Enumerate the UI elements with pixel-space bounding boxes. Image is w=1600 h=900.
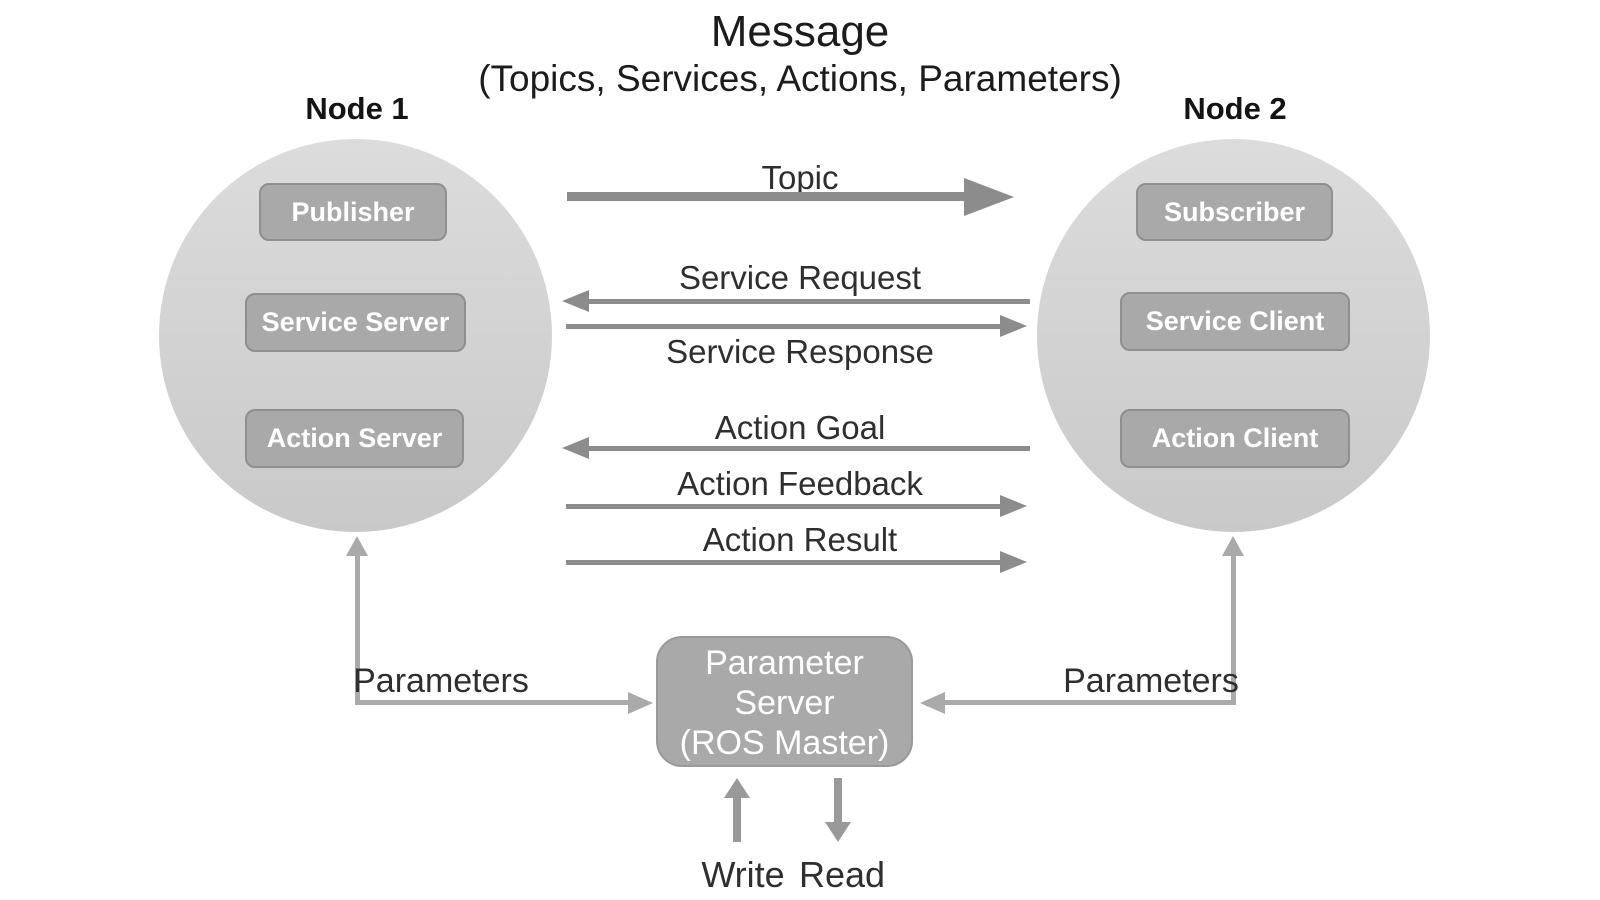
arrowhead-right-icon — [1000, 495, 1027, 517]
topic-label: Topic — [761, 159, 839, 196]
publisher-box: Publisher — [259, 183, 447, 241]
parameter-server-box: Parameter Server (ROS Master) — [656, 636, 913, 767]
service-request-arrow-shaft — [588, 299, 1030, 304]
service-server-box: Service Server — [245, 293, 466, 352]
arrowhead-up-icon — [346, 536, 368, 556]
action-feedback-label: Action Feedback — [677, 465, 923, 502]
arrowhead-left-icon — [920, 692, 945, 714]
arrowhead-left-icon — [562, 290, 589, 312]
service-client-box: Service Client — [1120, 292, 1350, 351]
arrowhead-down-icon — [825, 822, 851, 842]
service-response-label: Service Response — [666, 333, 934, 370]
node1-label: Node 1 — [305, 91, 409, 126]
parameters-right-horizontal-line — [945, 700, 1236, 705]
write-arrow-shaft — [733, 797, 741, 842]
action-client-box: Action Client — [1120, 409, 1350, 468]
service-response-arrow-shaft — [566, 324, 1002, 329]
subscriber-box: Subscriber — [1136, 183, 1333, 241]
action-goal-arrow-shaft — [588, 446, 1030, 451]
parameters-right-vertical-line — [1231, 555, 1236, 703]
arrowhead-right-icon — [1000, 315, 1027, 337]
arrowhead-right-icon — [964, 178, 1014, 216]
action-feedback-arrow-shaft — [566, 504, 1002, 509]
read-label: Read — [798, 854, 886, 895]
read-arrow-shaft — [834, 778, 842, 823]
parameter-server-line3: (ROS Master) — [679, 724, 890, 762]
topic-arrow-shaft — [567, 192, 966, 201]
parameters-left-horizontal-line — [355, 700, 628, 705]
parameter-server-line2: Server — [734, 684, 835, 722]
parameters-right-label: Parameters — [1063, 662, 1239, 700]
arrowhead-up-icon — [724, 778, 750, 798]
diagram-title: Message — [710, 7, 890, 56]
arrowhead-left-icon — [562, 437, 589, 459]
arrowhead-right-icon — [628, 692, 653, 714]
action-result-label: Action Result — [702, 521, 898, 558]
write-label: Write — [701, 854, 785, 895]
arrowhead-right-icon — [1000, 551, 1027, 573]
parameter-server-line1: Parameter — [705, 644, 864, 682]
action-server-box: Action Server — [245, 409, 464, 468]
node2-label: Node 2 — [1183, 91, 1287, 126]
parameters-left-vertical-line — [355, 555, 360, 703]
parameters-left-label: Parameters — [353, 662, 529, 700]
action-goal-label: Action Goal — [714, 409, 886, 446]
diagram-subtitle: (Topics, Services, Actions, Parameters) — [478, 58, 1122, 99]
arrowhead-up-icon — [1222, 536, 1244, 556]
service-request-label: Service Request — [678, 259, 922, 296]
action-result-arrow-shaft — [566, 560, 1002, 565]
